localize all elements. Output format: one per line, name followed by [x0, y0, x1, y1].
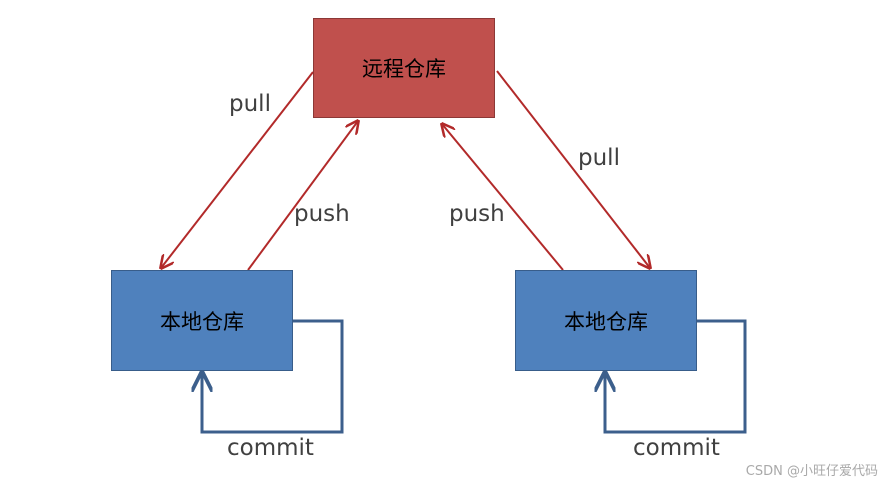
pull-arrow-left	[161, 71, 314, 268]
commit-label-right: commit	[633, 435, 720, 461]
commit-loop-right	[605, 319, 747, 434]
pull-label-right: pull	[578, 145, 620, 171]
remote-repository-box: 远程仓库	[313, 18, 495, 118]
pull-arrow-right	[496, 70, 650, 268]
pull-label-left: pull	[229, 91, 271, 117]
push-label-right: push	[449, 201, 505, 227]
local-repository-box-left: 本地仓库	[111, 270, 293, 371]
commit-loop-left	[202, 319, 344, 434]
watermark-text: CSDN @小旺仔爱代码	[745, 464, 878, 479]
push-arrow-left	[247, 121, 358, 271]
remote-repository-label: 远程仓库	[362, 57, 446, 81]
local-repository-label-left: 本地仓库	[160, 309, 244, 334]
commit-label-left: commit	[227, 435, 314, 461]
push-arrow-right	[442, 124, 564, 271]
local-repository-box-right: 本地仓库	[515, 270, 697, 371]
local-repository-label-right: 本地仓库	[564, 309, 648, 334]
push-label-left: push	[294, 201, 350, 227]
